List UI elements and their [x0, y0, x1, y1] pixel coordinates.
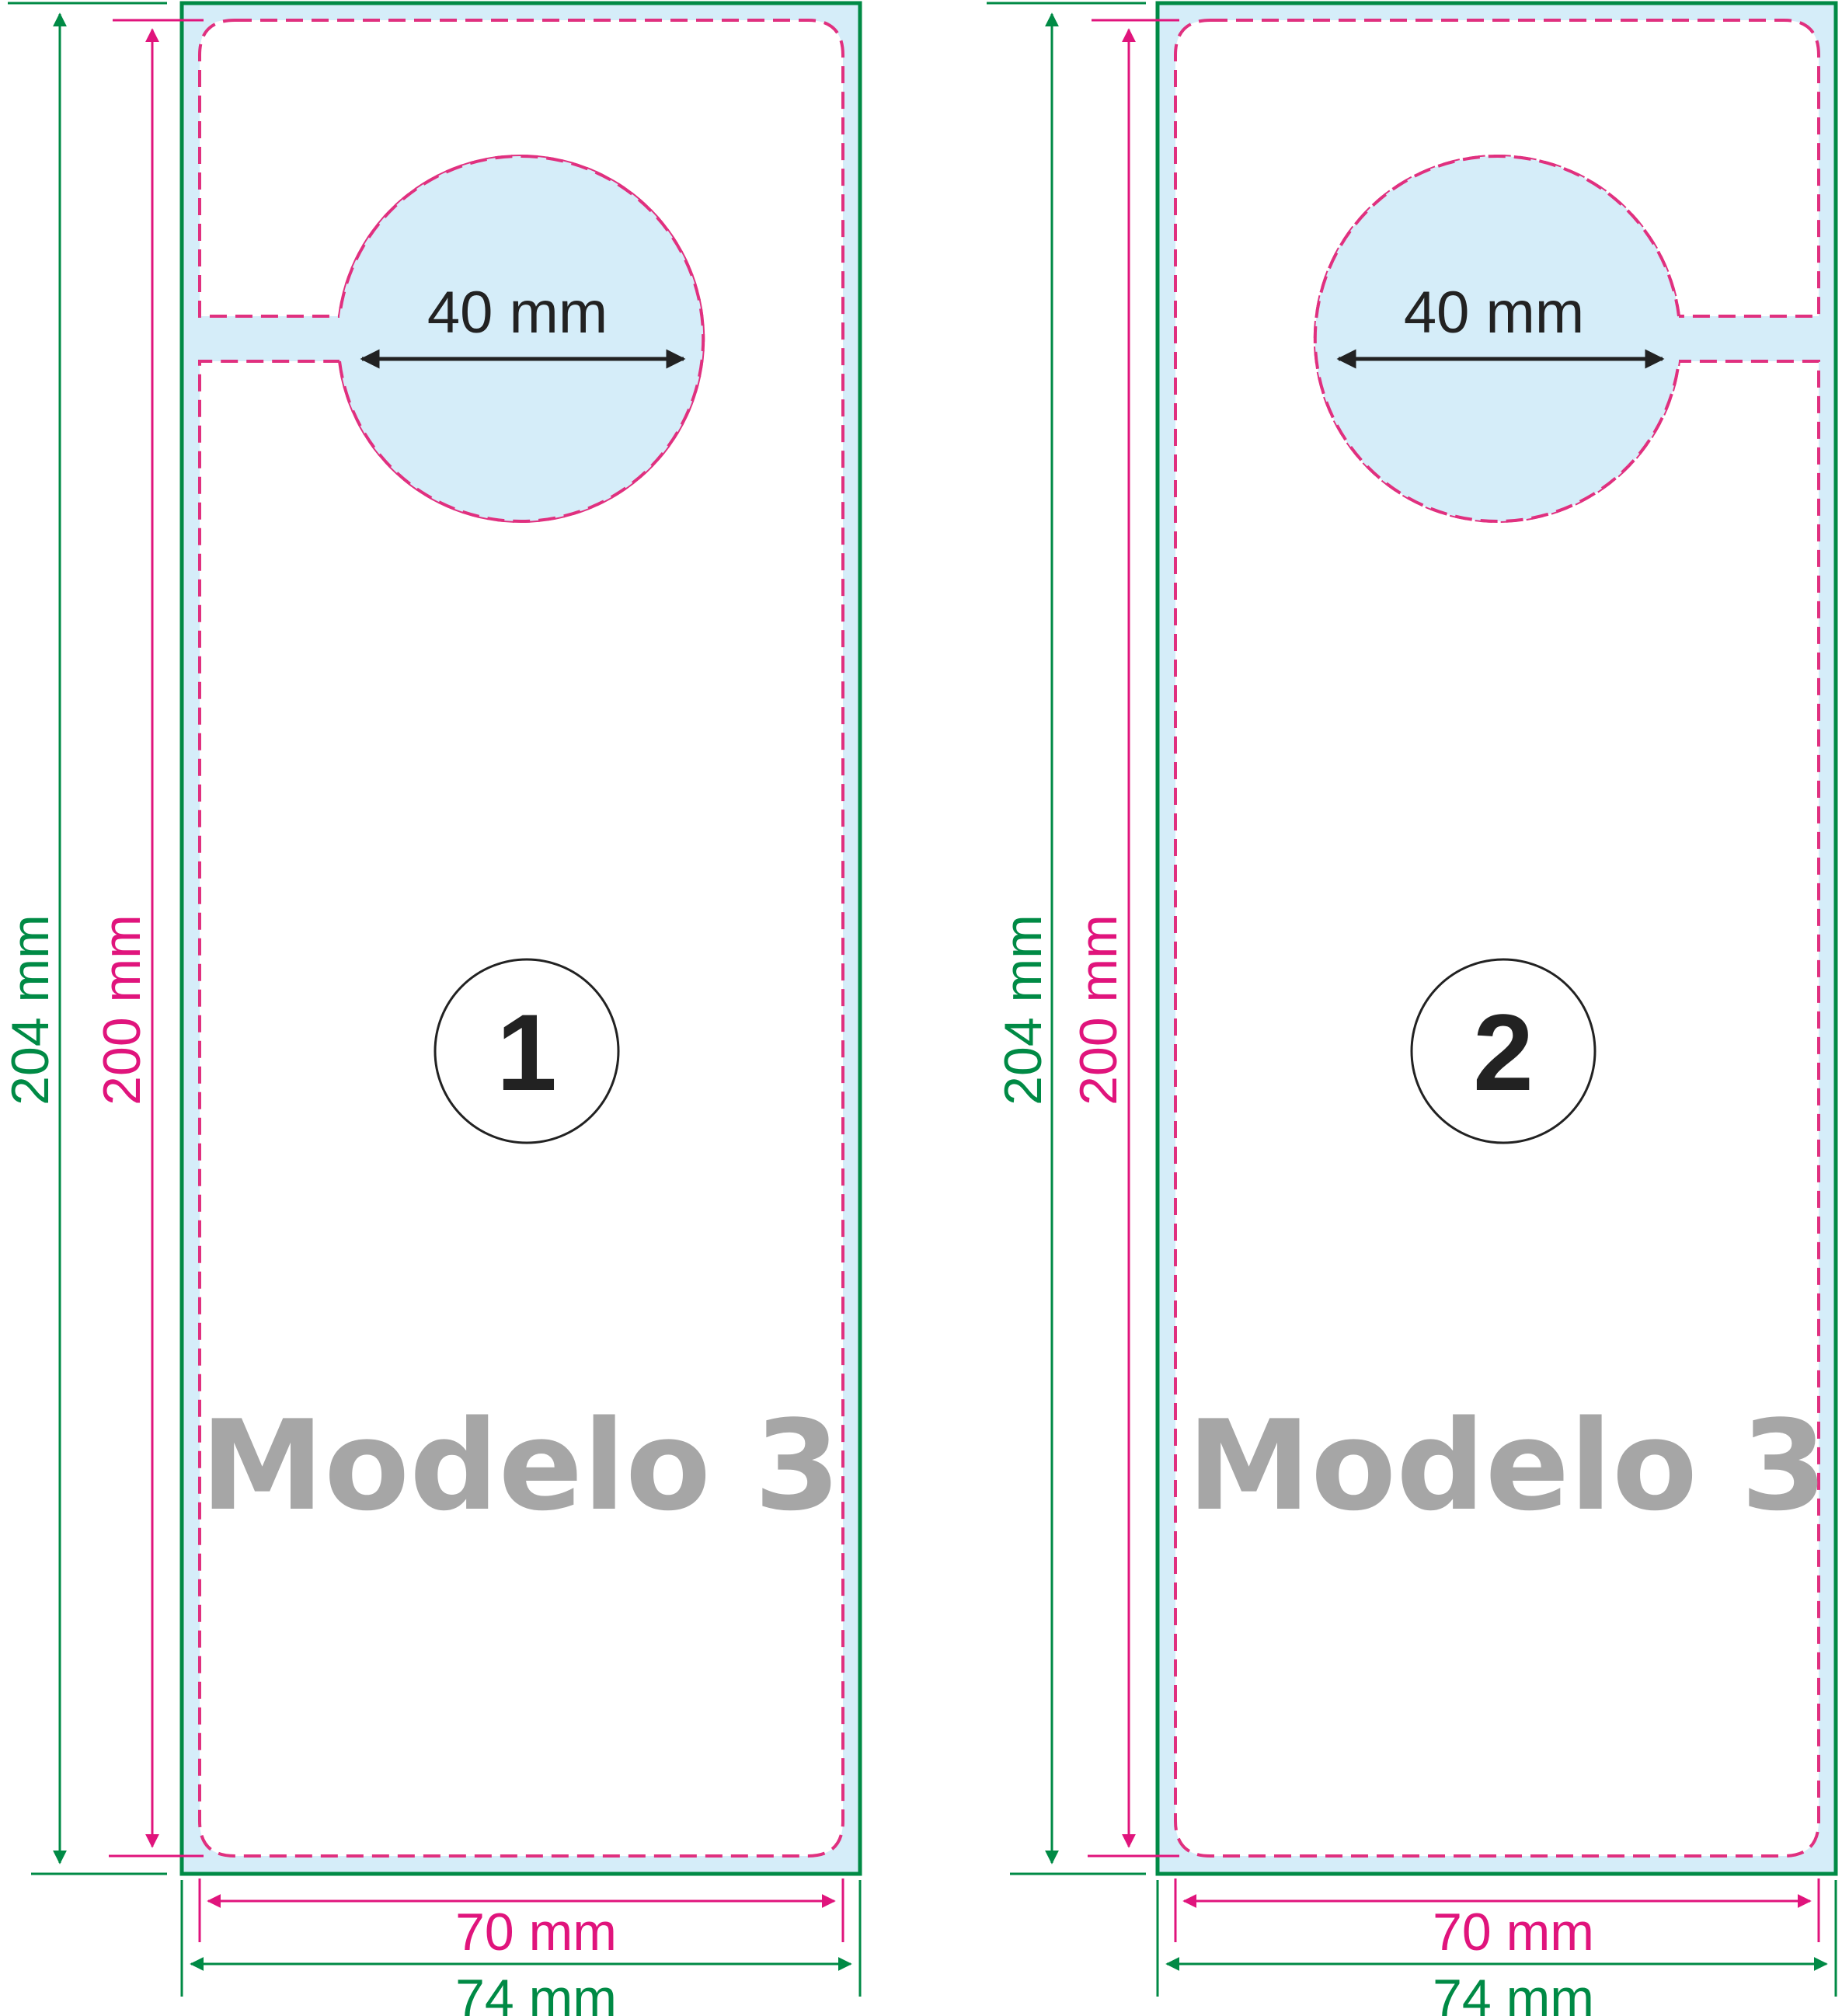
template-number: 2	[1473, 991, 1534, 1113]
width-outer-label: 74 mm	[1433, 1969, 1594, 2016]
height-inner-label: 200 mm	[1069, 914, 1128, 1105]
hole-diameter-label: 40 mm	[1404, 280, 1584, 346]
width-outer-label: 74 mm	[455, 1969, 617, 2016]
template-number: 1	[496, 991, 557, 1113]
hole-fill	[1314, 155, 1679, 521]
height-inner-label: 200 mm	[92, 914, 151, 1105]
model-label: Modelo 3	[1187, 1393, 1827, 1538]
model-label: Modelo 3	[200, 1393, 841, 1538]
width-inner-label: 70 mm	[455, 1903, 617, 1962]
height-outer-label: 204 mm	[994, 914, 1053, 1105]
number-badge	[434, 958, 620, 1144]
hole-outline	[338, 155, 705, 523]
hole-diameter-label: 40 mm	[427, 280, 608, 346]
hole-fill	[339, 155, 704, 521]
cut-shape	[200, 20, 843, 1856]
hole-outline	[1313, 155, 1680, 523]
width-inner-label: 70 mm	[1433, 1903, 1594, 1962]
template-2: 40 mm 2 Modelo 3 204 mm 200 mm 70 mm 74 …	[987, 1, 1838, 2016]
template-1: 40 mm 1 Modelo 3 204 mm 200 mm 70 mm 74 …	[1, 1, 862, 2016]
number-badge	[1410, 958, 1597, 1144]
cut-shape	[1175, 20, 1819, 1856]
height-outer-label: 204 mm	[1, 914, 60, 1105]
